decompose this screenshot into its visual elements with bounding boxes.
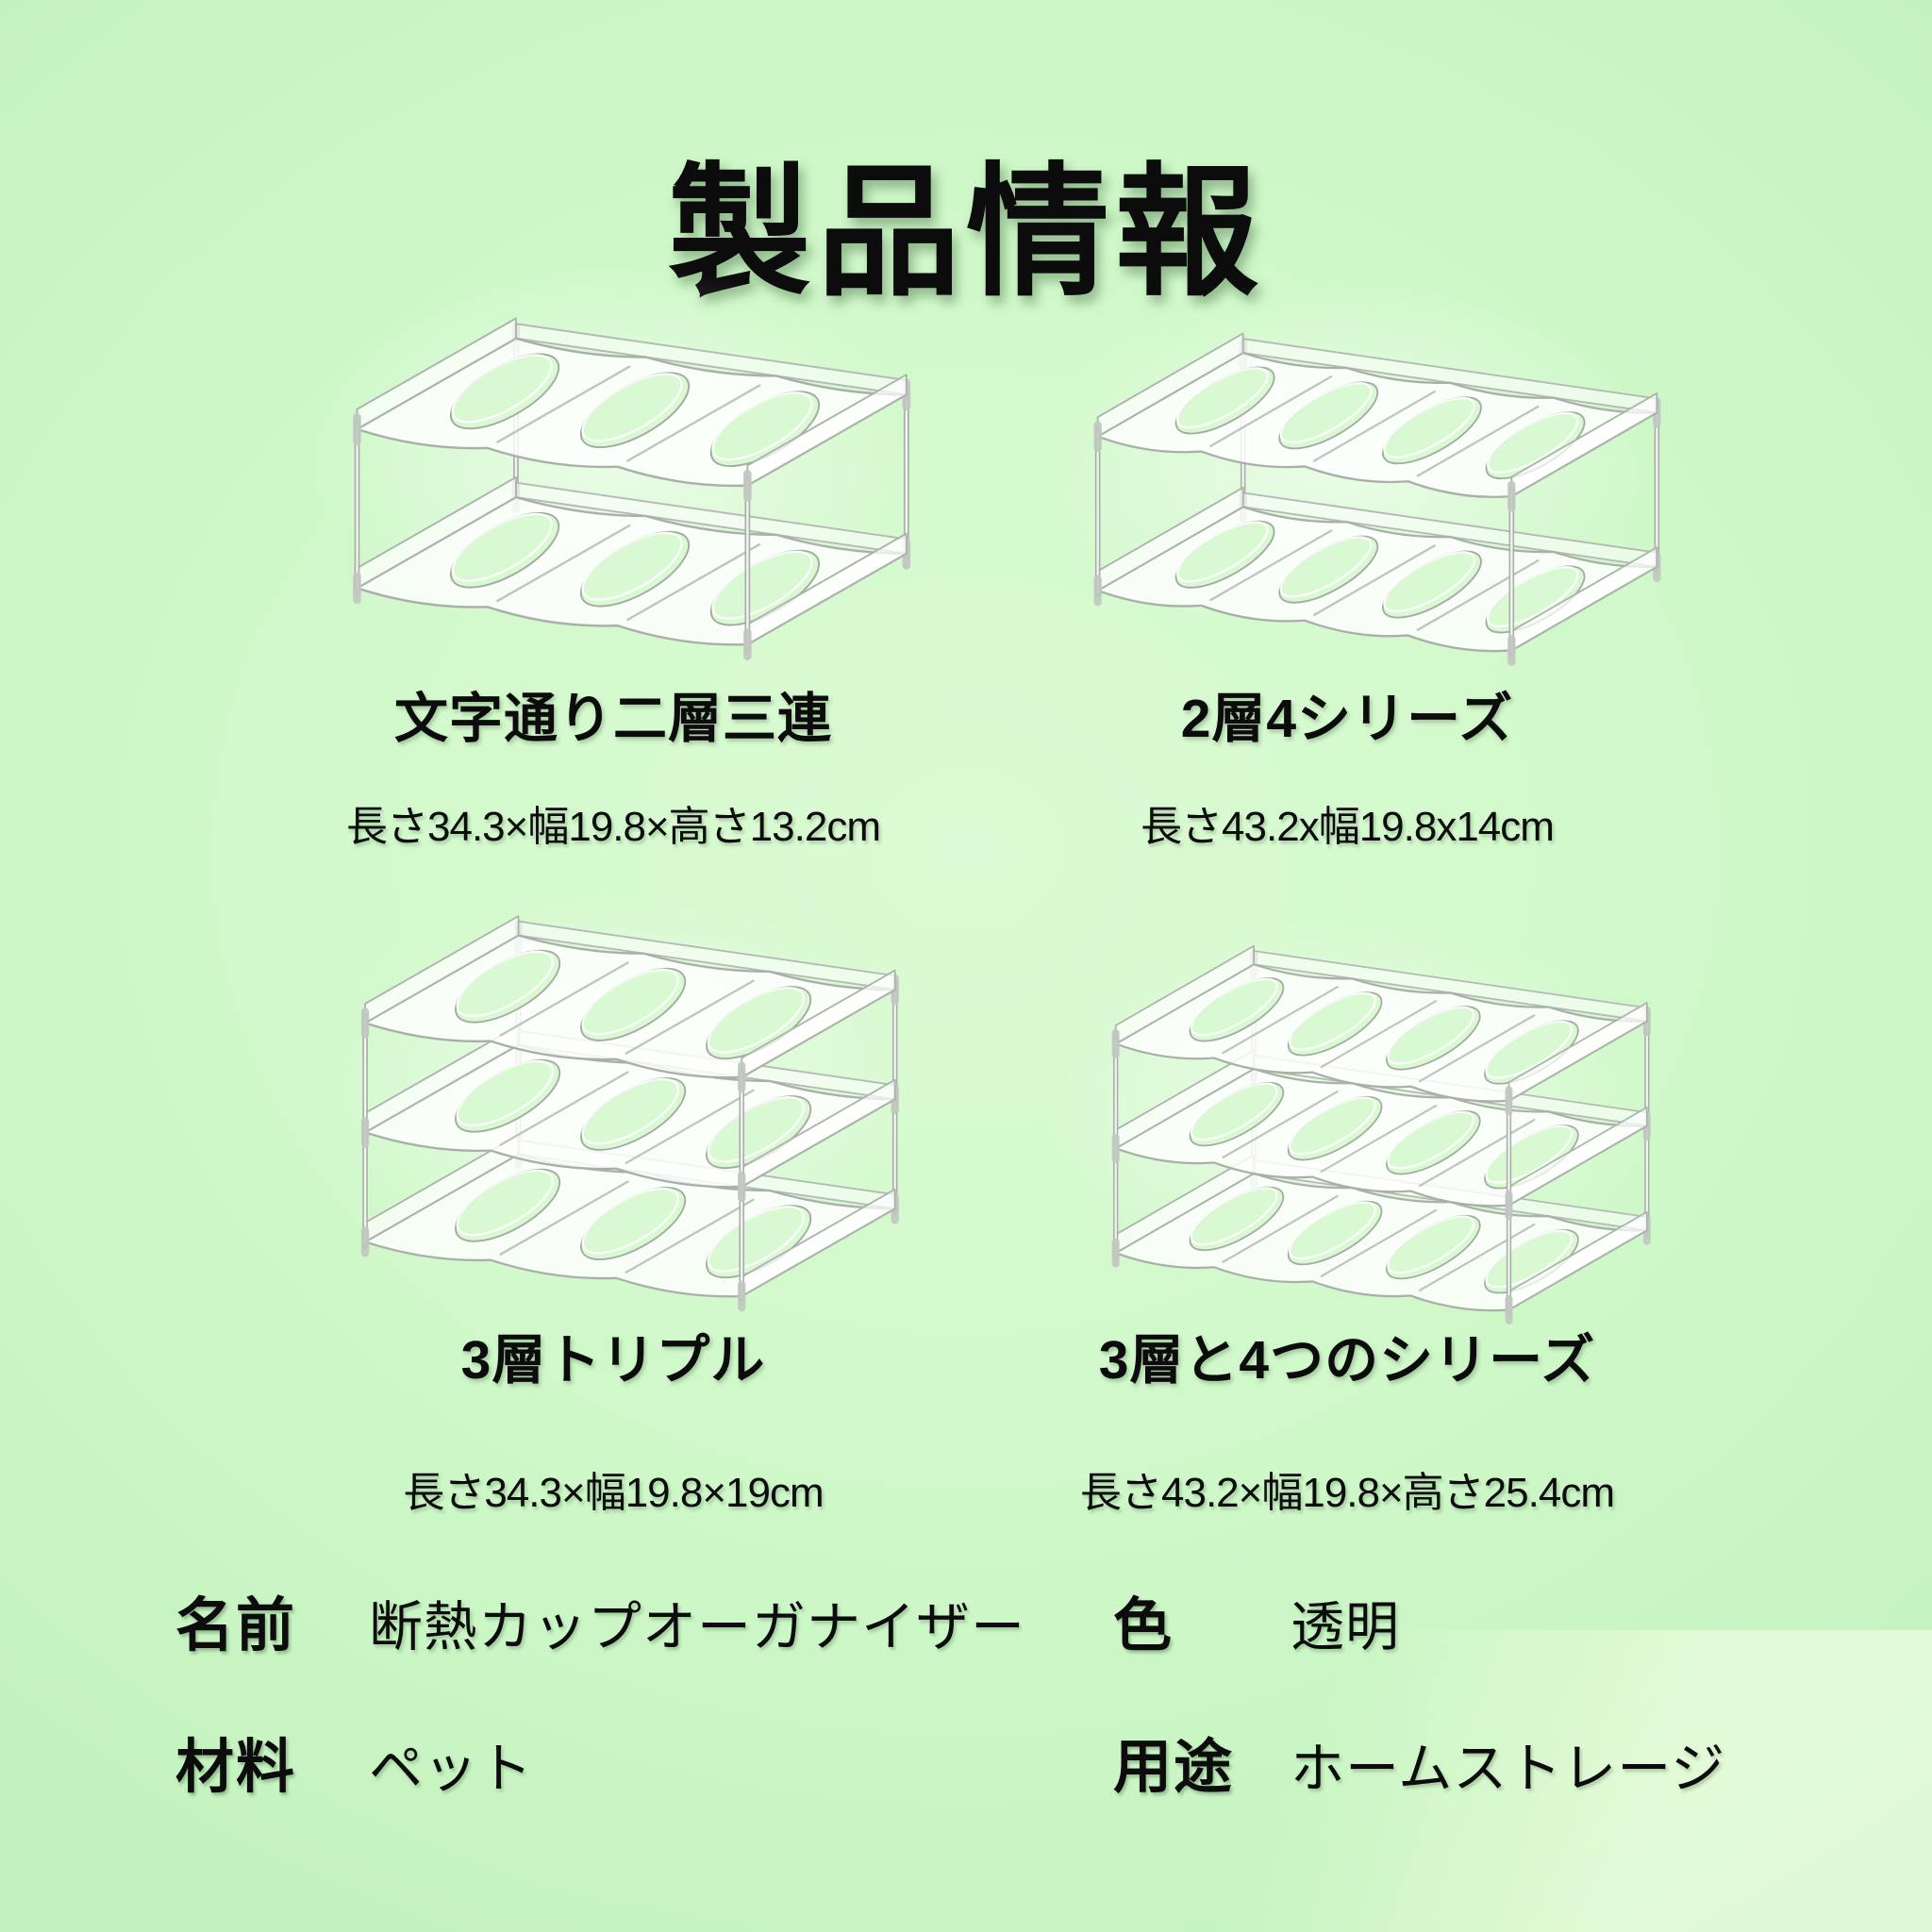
product-dimensions: 長さ43.2x幅19.8x14cm xyxy=(1141,804,1555,850)
rack-illustration-icon xyxy=(353,317,911,660)
spec-value: ホームストレージ xyxy=(1291,1739,1726,1799)
product-name: 2層4シリーズ xyxy=(1180,689,1514,749)
spec-value: 透明 xyxy=(1291,1597,1400,1657)
spec-row-name: 名前 断熱カップオーガナイザー xyxy=(175,1577,1025,1662)
spec-label: 色 xyxy=(1113,1593,1174,1658)
product-name: 3層と4つのシリーズ xyxy=(1098,1330,1596,1391)
rack-illustration-icon xyxy=(1093,332,1661,666)
product-image-two-tier-four xyxy=(984,222,1705,695)
rack-illustration-icon xyxy=(360,915,899,1312)
product-dimensions: 長さ43.2×幅19.8×高さ25.4cm xyxy=(1080,1470,1615,1516)
product-dimensions: 長さ34.3×幅19.8×高さ13.2cm xyxy=(346,804,881,850)
spec-row-use: 用途 ホームストレージ xyxy=(1113,1719,1725,1804)
spec-value: 断熱カップオーガナイザー xyxy=(369,1597,1025,1657)
product-image-three-tier-four xyxy=(990,858,1710,1356)
product-image-three-tier-three xyxy=(248,828,973,1349)
product-dimensions: 長さ34.3×幅19.8×19cm xyxy=(403,1470,824,1516)
spec-row-material: 材料 ペット xyxy=(175,1719,533,1804)
product-name: 文字通り二層三連 xyxy=(394,689,832,749)
product-name: 3層トリプル xyxy=(460,1330,766,1391)
product-image-two-tier-three xyxy=(251,208,972,696)
rack-illustration-icon xyxy=(1111,944,1651,1325)
spec-row-color: 色 透明 xyxy=(1113,1577,1400,1662)
spec-label: 用途 xyxy=(1113,1735,1235,1800)
spec-label: 材料 xyxy=(175,1735,297,1800)
spec-value: ペット xyxy=(369,1739,533,1799)
spec-label: 名前 xyxy=(175,1593,297,1658)
